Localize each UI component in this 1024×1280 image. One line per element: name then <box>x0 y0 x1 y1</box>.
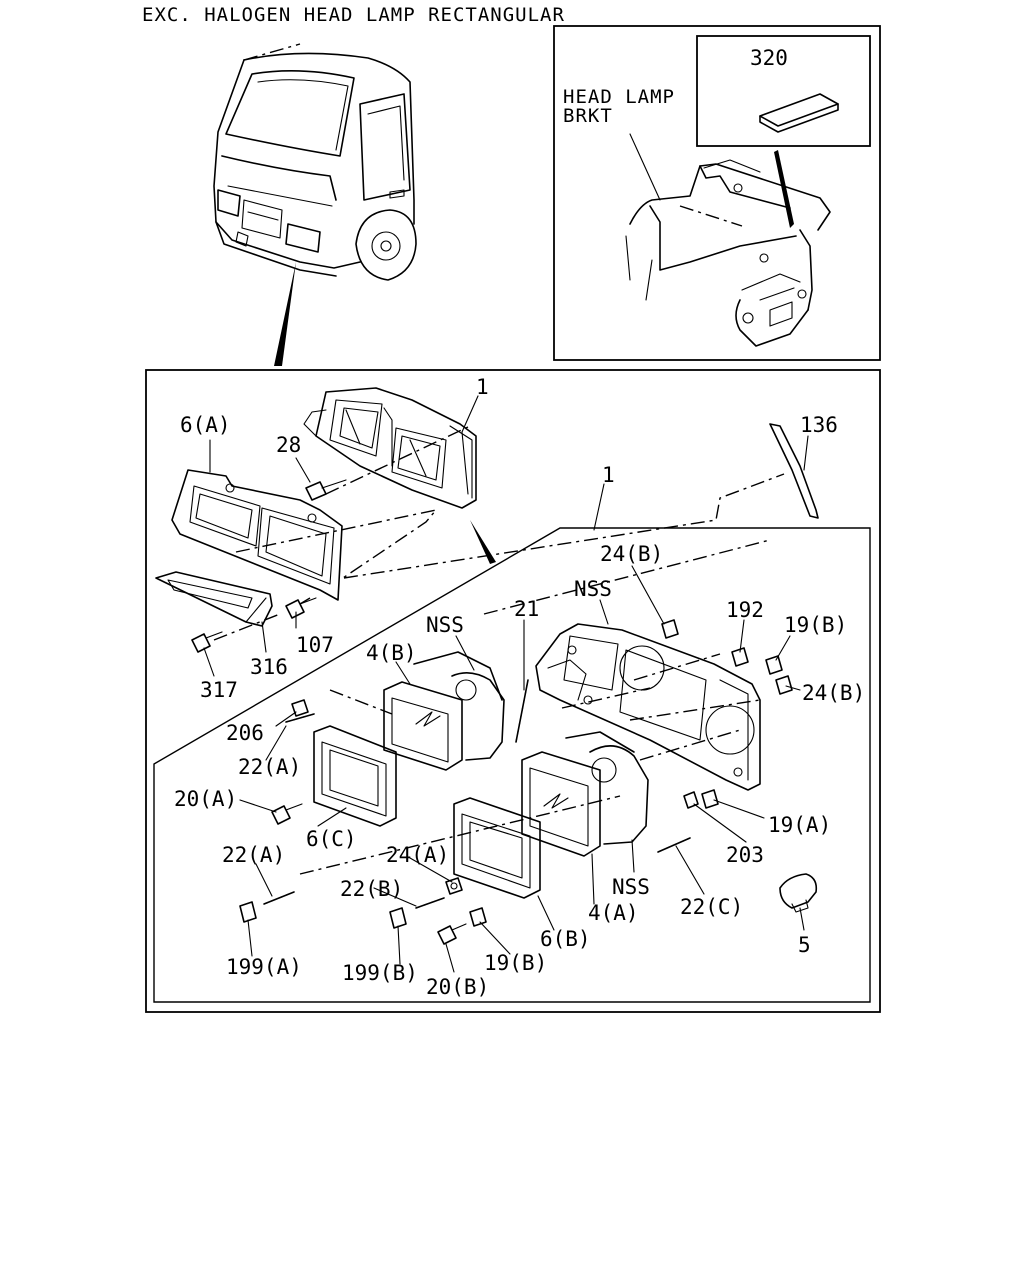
callout-28: 28 <box>276 433 301 457</box>
bracket-inset: 320 HEAD LAMP BRKT <box>553 25 881 361</box>
callout-316: 316 <box>250 655 288 679</box>
bulb-5 <box>779 873 818 913</box>
callout-19b-right: 19(B) <box>784 613 847 637</box>
callout-22a-upper: 22(A) <box>238 755 301 779</box>
callout-nss-bottom: NSS <box>612 875 650 899</box>
diagram-title: EXC. HALOGEN HEAD LAMP RECTANGULAR <box>142 4 565 26</box>
truck-overview-illustration <box>213 43 417 366</box>
trim-strip-136 <box>769 423 819 519</box>
callout-107: 107 <box>296 633 334 657</box>
callout-317: 317 <box>200 678 238 702</box>
callout-22a-lower: 22(A) <box>222 843 285 867</box>
callout-22b: 22(B) <box>340 877 403 901</box>
head-lamp-bracket-label-2: BRKT <box>563 105 613 127</box>
callout-206: 206 <box>226 721 264 745</box>
bezel-6a <box>171 469 343 601</box>
callout-nss-top: NSS <box>574 577 612 601</box>
screws <box>191 479 691 945</box>
callout-1-mid: 1 <box>602 463 615 487</box>
callout-22c: 22(C) <box>680 895 743 919</box>
callout-20a: 20(A) <box>174 787 237 811</box>
headlamp-4b <box>383 651 505 771</box>
callout-4b: 4(B) <box>366 641 417 665</box>
leader-lines <box>203 395 809 973</box>
callout-5: 5 <box>798 933 811 957</box>
callout-1-top: 1 <box>476 375 489 399</box>
callout-19b-bottom: 19(B) <box>484 951 547 975</box>
bezel-6c <box>313 725 397 827</box>
callout-20b: 20(B) <box>426 975 489 999</box>
subassembly-frame <box>153 527 871 1003</box>
callout-nss-left: NSS <box>426 613 464 637</box>
assembly-lines <box>213 425 785 875</box>
callout-24b-top: 24(B) <box>600 542 663 566</box>
side-panel-316 <box>155 571 273 627</box>
lamp-housing <box>535 623 761 791</box>
callout-21: 21 <box>514 597 539 621</box>
callout-6c: 6(C) <box>306 827 357 851</box>
callout-199a: 199(A) <box>226 955 302 979</box>
headlamp-4a <box>521 731 649 857</box>
callout-4a: 4(A) <box>588 901 639 925</box>
clips-and-nuts <box>239 619 793 929</box>
part-label-320: 320 <box>750 46 788 70</box>
head-lamp-bracket-label: HEAD LAMP <box>563 86 675 108</box>
main-parts-frame <box>145 369 881 1013</box>
callout-192: 192 <box>726 598 764 622</box>
callout-6a: 6(A) <box>180 413 231 437</box>
callout-136: 136 <box>800 413 838 437</box>
callout-19a: 19(A) <box>768 813 831 837</box>
callout-24b-right: 24(B) <box>802 681 865 705</box>
bezel-6b <box>453 797 541 899</box>
callout-199b: 199(B) <box>342 961 418 985</box>
callout-203: 203 <box>726 843 764 867</box>
headlamp-assembly-top <box>303 387 496 564</box>
callout-24a: 24(A) <box>386 843 449 867</box>
callout-6b: 6(B) <box>540 927 591 951</box>
